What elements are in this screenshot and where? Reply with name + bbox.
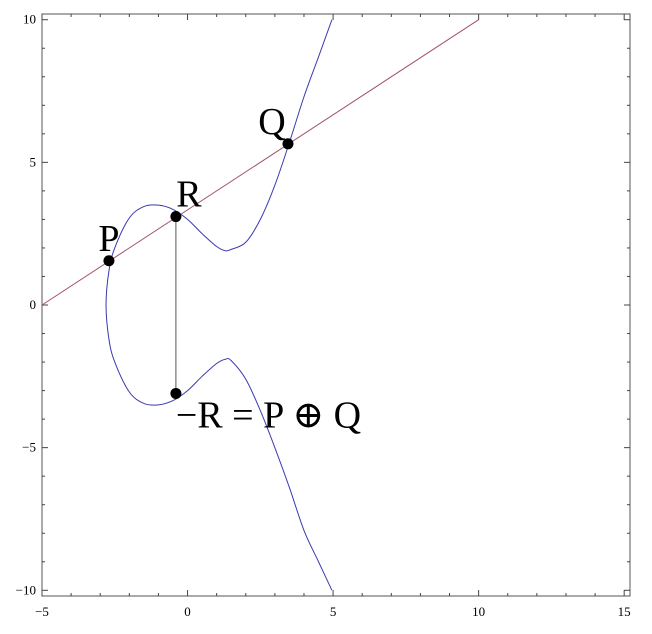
elliptic-curve-line [105,19,333,591]
point-labels: P R Q −R = P ⊕ Q [98,101,361,437]
x-tick-label: 5 [330,604,337,619]
point-marker [170,211,182,223]
series-group [41,19,479,591]
point-label: −R = P ⊕ Q [176,394,361,436]
x-tick-label: 10 [472,604,485,619]
x-tick-label: 15 [618,604,631,619]
point-label: P [98,218,119,260]
point-markers [103,138,294,399]
point-marker [282,138,294,150]
y-tick-label: −10 [16,582,36,597]
point-label: R [176,174,202,216]
axis-ticks [41,14,630,596]
plot-frame [41,13,631,597]
y-tick-label: 0 [30,297,37,312]
point-marker [170,387,182,399]
y-tick-label: 10 [23,12,36,27]
x-tick-label: −5 [35,604,49,619]
axis-tick-labels: −5 0 5 10 15 −10 −5 0 5 10 [16,12,631,619]
secant-line [41,19,479,306]
y-tick-label: −5 [22,440,36,455]
y-tick-label: 5 [30,154,37,169]
point-label: Q [258,101,285,143]
point-marker [103,255,115,267]
x-tick-label: 0 [184,604,191,619]
